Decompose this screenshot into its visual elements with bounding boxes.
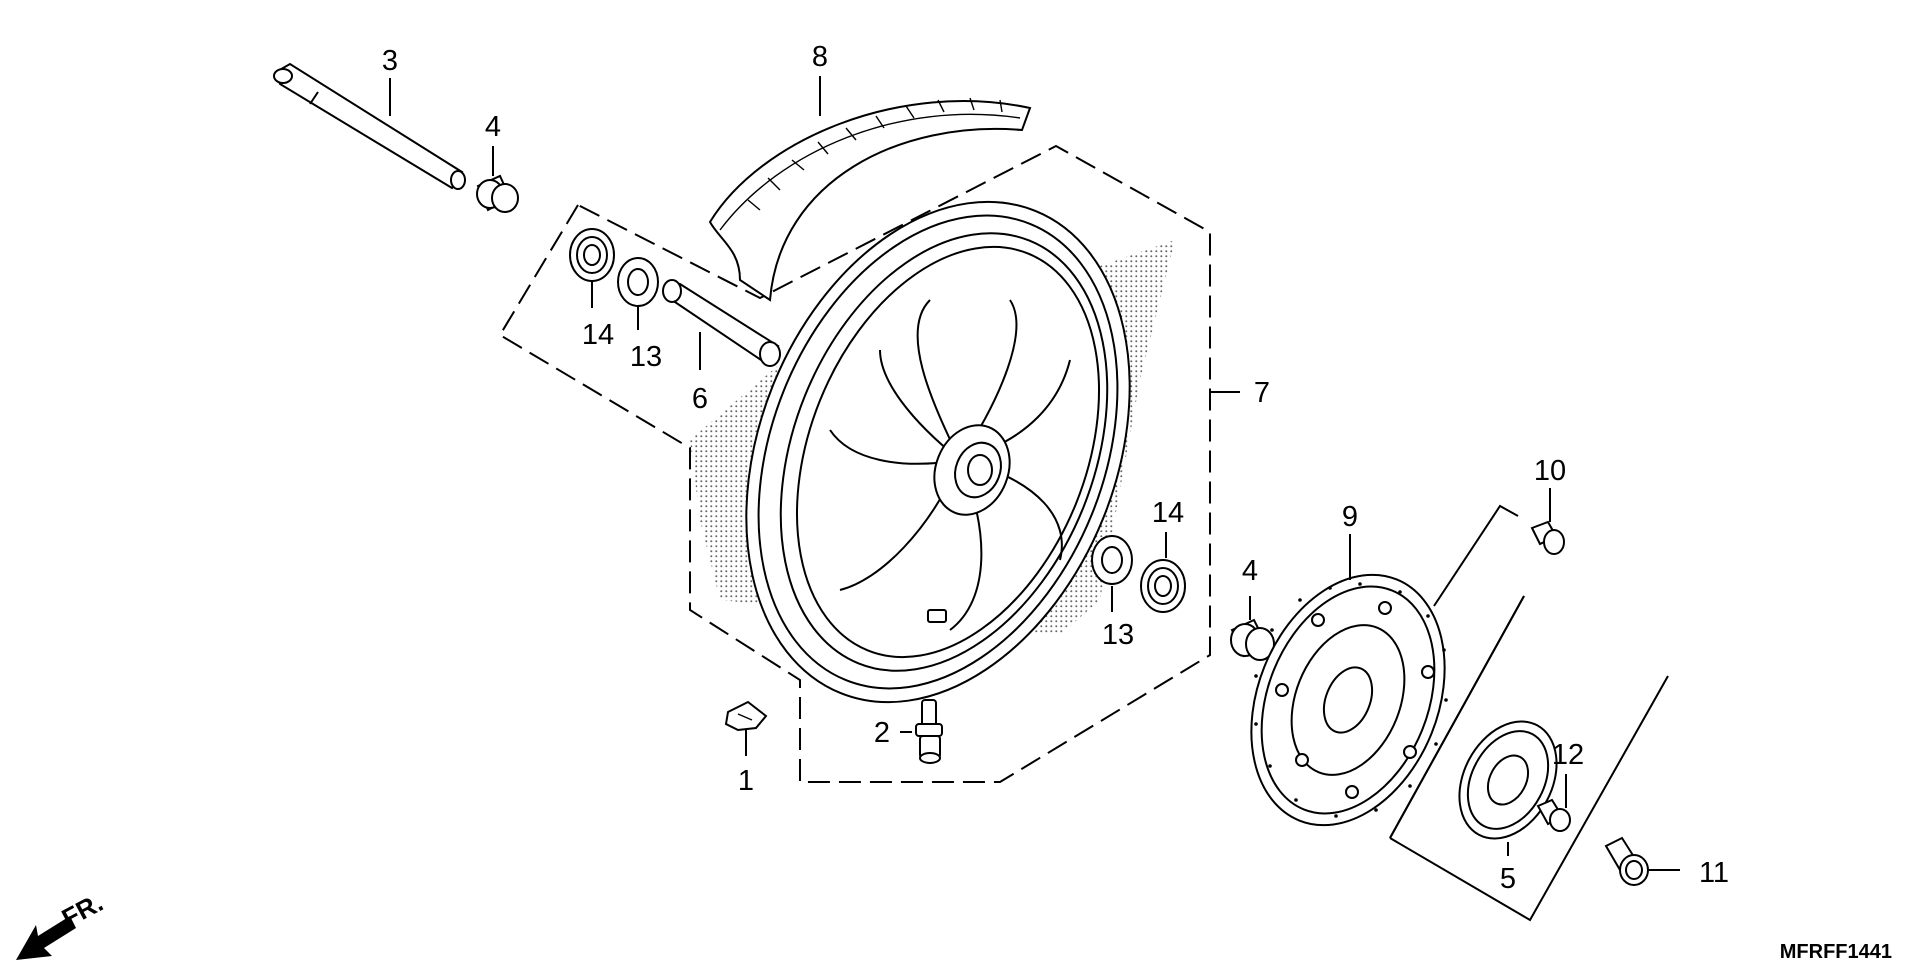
front-direction-indicator: FR. <box>16 887 108 960</box>
bearing-left <box>569 228 615 282</box>
label-14-left: 14 <box>582 319 614 351</box>
label-1: 1 <box>738 765 754 797</box>
label-4-upper: 4 <box>485 111 501 143</box>
label-6: 6 <box>692 383 708 415</box>
dust-seal-left <box>617 257 659 307</box>
disc-bolt <box>1530 520 1565 555</box>
assembly-outline-7 <box>498 144 1211 783</box>
label-4-right: 4 <box>1242 555 1258 587</box>
pulser-ring <box>1458 720 1558 840</box>
balance-weight <box>724 700 768 732</box>
tire-valve <box>915 699 943 764</box>
distance-collar <box>662 279 781 367</box>
dust-seal-right <box>1091 535 1133 585</box>
front-wheel <box>745 200 1131 704</box>
label-11: 11 <box>1699 857 1729 889</box>
label-10: 10 <box>1534 455 1566 487</box>
label-8: 8 <box>812 41 828 73</box>
bearing-right <box>1140 559 1186 613</box>
front-axle <box>273 62 466 190</box>
disc-group-outline <box>1433 504 1519 607</box>
flange-bolt <box>1604 836 1649 886</box>
label-2: 2 <box>874 717 890 749</box>
side-collar-right <box>1230 618 1275 661</box>
front-tire <box>708 97 1032 302</box>
part-labels: 3 4 8 14 13 6 7 9 10 14 4 13 2 1 12 5 11 <box>382 41 1729 895</box>
label-7: 7 <box>1254 377 1270 409</box>
diagram-code: MFRFF1441 <box>1780 941 1892 960</box>
label-5: 5 <box>1500 863 1516 895</box>
side-collar-upper <box>476 174 519 213</box>
label-3: 3 <box>382 45 398 77</box>
pulser-screw <box>1536 798 1571 832</box>
leader-lines <box>389 76 1680 871</box>
label-13-left: 13 <box>630 341 662 373</box>
label-9: 9 <box>1342 501 1358 533</box>
label-14-right: 14 <box>1152 497 1184 529</box>
brake-disc <box>1250 573 1448 827</box>
label-13-right: 13 <box>1102 619 1134 651</box>
label-12: 12 <box>1552 739 1584 771</box>
front-arrow-icon <box>16 916 76 960</box>
